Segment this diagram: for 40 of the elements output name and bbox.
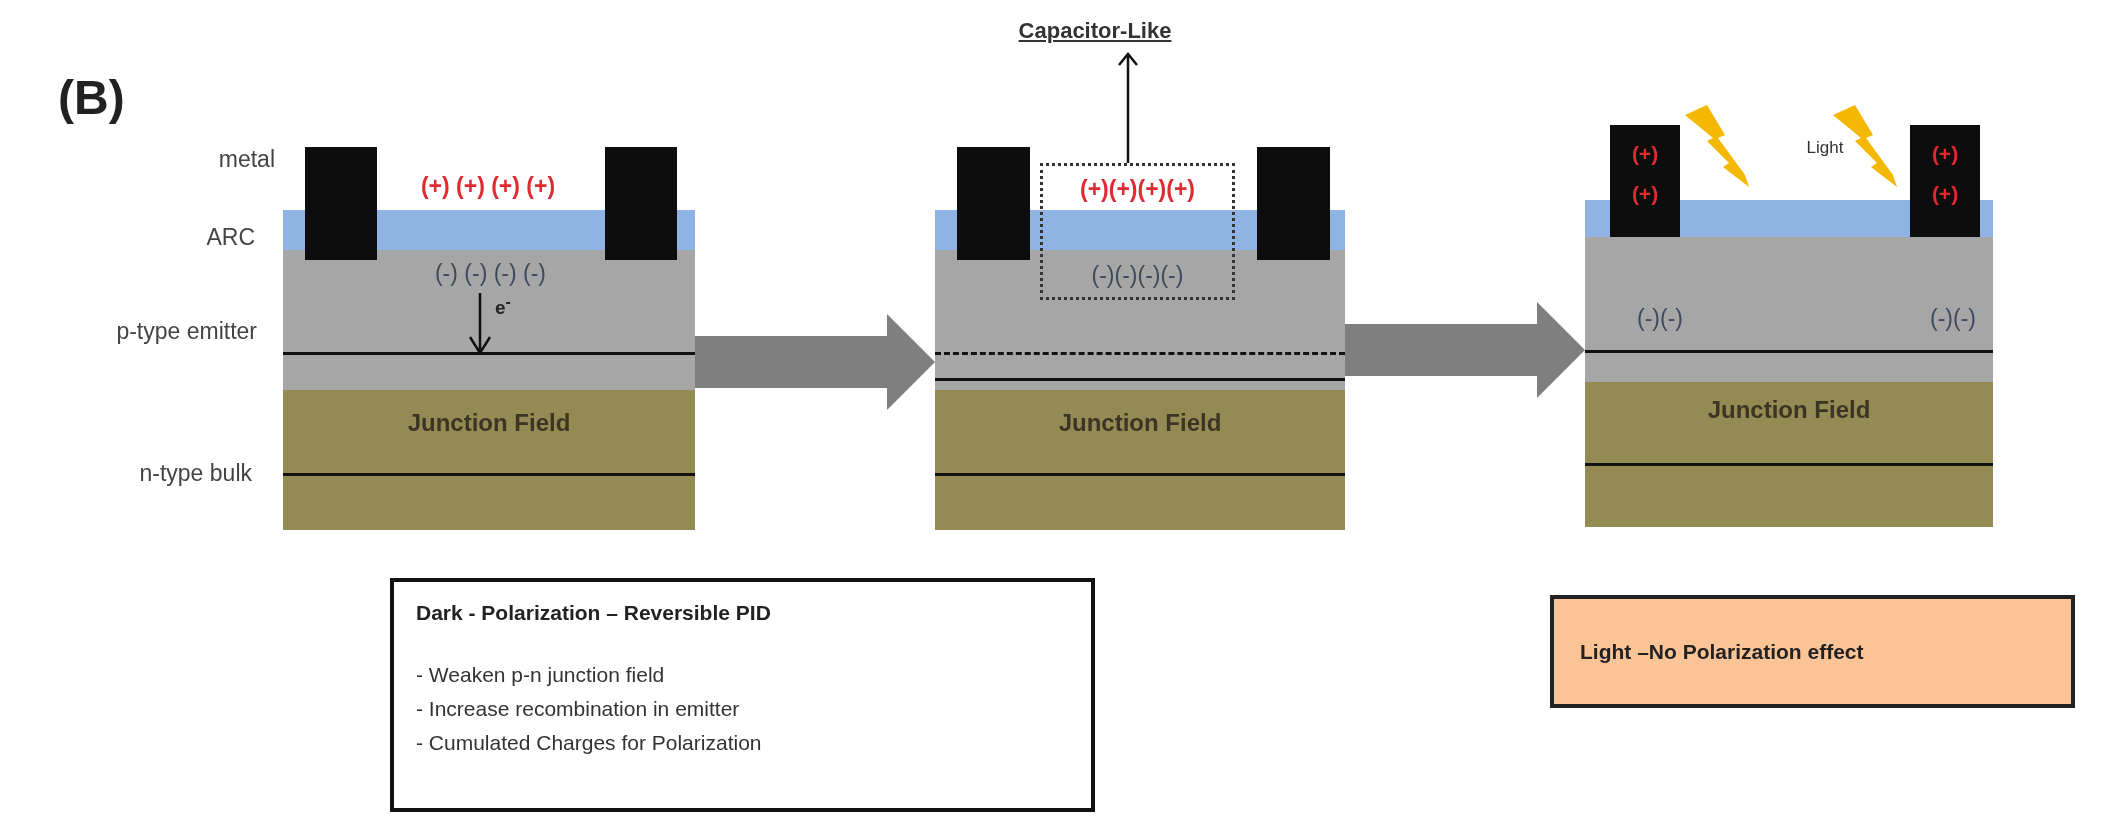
charge-symbols: (-)(-)(-)(-) xyxy=(1090,262,1185,290)
arrow xyxy=(1117,52,1139,163)
metal-contact xyxy=(605,147,677,260)
layer-label: ARC xyxy=(206,224,255,251)
layer-label: n-type bulk xyxy=(139,460,252,487)
dotted-outline-box xyxy=(1040,163,1235,300)
electron-label: e$^{-}$ xyxy=(495,293,511,321)
metal-contact xyxy=(305,147,377,260)
metal-contact xyxy=(957,147,1030,260)
block-arrow xyxy=(1345,302,1585,398)
box-heading: Dark - Polarization – Reversible PID xyxy=(416,600,771,626)
layer-label: Junction Field xyxy=(406,409,572,438)
solar-cell-cross-section xyxy=(283,147,695,530)
layer-label: Junction Field xyxy=(1706,396,1872,425)
charge-symbol: (+) xyxy=(1930,181,1960,207)
charge-symbols: (+) (+) (+) (+) xyxy=(419,173,557,201)
box-text: Light –No Polarization effect xyxy=(1580,639,1864,665)
annotation-label: Capacitor-Like xyxy=(985,18,1205,45)
layer-label: Junction Field xyxy=(1057,409,1223,438)
charge-symbols: (-)(-) xyxy=(1929,305,1977,333)
bullet-item: - Increase recombination in emitter xyxy=(416,696,740,722)
metal-contact xyxy=(1610,125,1680,237)
charge-symbols: (-) (-) (-) (-) xyxy=(433,260,548,288)
bullet-item: - Weaken p-n junction field xyxy=(416,662,665,688)
layer-label: metal xyxy=(218,146,275,173)
charge-symbol: (+) xyxy=(1630,181,1660,207)
charge-symbols: (+)(+)(+)(+) xyxy=(1079,176,1196,204)
charge-symbol: (+) xyxy=(1930,141,1960,167)
layer-label: p-type emitter xyxy=(116,318,257,345)
text-box xyxy=(390,578,1095,812)
charge-symbol: (+) xyxy=(1630,141,1660,167)
metal-contact xyxy=(1910,125,1980,237)
block-arrow xyxy=(695,314,935,410)
panel-letter: (B) xyxy=(58,70,125,125)
bullet-item: - Cumulated Charges for Polarization xyxy=(416,730,762,756)
text-box xyxy=(1550,595,2075,708)
solar-cell-cross-section xyxy=(935,147,1345,530)
charge-symbols: (-)(-) xyxy=(1636,305,1684,333)
light-label: Light xyxy=(1805,138,1845,159)
metal-contact xyxy=(1257,147,1330,260)
